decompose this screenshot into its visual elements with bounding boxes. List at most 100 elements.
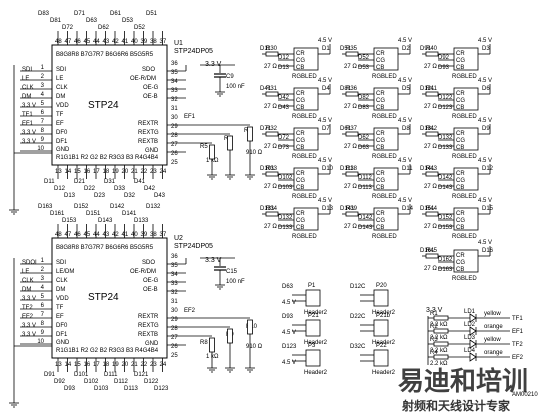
pin-number: 1 <box>41 258 45 264</box>
led-resistor-value: 27 Ω <box>344 184 357 190</box>
led-in-net: D103 <box>278 185 293 191</box>
led-in-net: D113 <box>358 185 373 191</box>
pin-number: 41 <box>122 232 129 238</box>
led-in-net: D143 <box>438 185 453 191</box>
led-in-net: D132 <box>438 135 453 141</box>
u1-cap-value: 100 nF <box>226 84 245 90</box>
led-in-net: D131 <box>260 206 275 212</box>
pin-number: 2 <box>41 267 45 273</box>
led-in-net: D122 <box>438 95 453 101</box>
u2-pin-rextb: REXTB <box>138 332 158 338</box>
status-net: TF1 <box>512 316 523 322</box>
led-net-label: D53 <box>122 18 134 24</box>
led-in-net: D63 <box>358 145 370 151</box>
led-pin-cg: CG <box>456 178 465 184</box>
pin-number: 47 <box>65 232 72 238</box>
u2-net-vdd: 3.3 V <box>22 296 36 302</box>
chip-u1-ref: U1 <box>174 40 183 47</box>
u2-pin-df1: DF1 <box>56 332 68 338</box>
led-part: RGBLED <box>292 74 317 80</box>
status-led-ref: LD2 <box>464 322 476 328</box>
led-net-label: D93 <box>64 386 76 392</box>
led-in-net: D133 <box>438 145 453 151</box>
status-resistor <box>433 328 449 334</box>
led-resistor-ref: R44 <box>426 206 438 212</box>
led-pin-cb: CB <box>376 145 384 151</box>
u1-pin-oeg: OE-G <box>143 85 159 91</box>
u2-pin-sdi: SDI <box>56 260 66 266</box>
led-ref: D14 <box>402 206 414 212</box>
rgb-led-symbol <box>293 207 319 231</box>
u2-cap-value: 100 nF <box>226 279 245 285</box>
u1-r-value-a: 1 kΩ <box>206 158 219 164</box>
led-net-label: D102 <box>84 379 99 385</box>
led-pin-cg: CG <box>456 218 465 224</box>
header2-connector <box>373 349 389 367</box>
resistor <box>247 126 253 142</box>
led-in-net: D51 <box>340 46 352 52</box>
u1-net-df0: 3.3 V <box>22 130 36 136</box>
pin-number: 5 <box>41 294 45 300</box>
led-net-label: D13 <box>64 193 76 199</box>
led-net-label: D103 <box>94 386 109 392</box>
led-in-net: D43 <box>278 105 290 111</box>
u1-pin-tf: TF <box>56 112 64 118</box>
led-resistor <box>425 131 439 137</box>
led-pin-cb: CB <box>376 105 384 111</box>
led-part: RGBLED <box>372 74 397 80</box>
led-ref: D11 <box>402 166 413 172</box>
pin-number: 45 <box>84 232 91 238</box>
led-ref: D2 <box>402 46 410 52</box>
pin-number: 39 <box>141 39 148 45</box>
led-ref: D13 <box>322 206 334 212</box>
led-pin-cb: CB <box>296 145 304 151</box>
led-net-label: D151 <box>86 211 101 217</box>
led-resistor-value: 27 Ω <box>264 64 277 70</box>
ground-symbol <box>215 87 225 97</box>
u2-pin-dm: DM <box>56 287 65 293</box>
led-in-net: D123 <box>438 105 453 111</box>
led-ref: D4 <box>322 86 330 92</box>
ground-symbol <box>225 363 235 373</box>
u2-net-le: LE <box>22 269 29 275</box>
led-resistor <box>425 253 439 259</box>
led-resistor-ref: R40 <box>426 46 438 52</box>
pin-number: 7 <box>41 119 45 125</box>
chip-u1-top-pins: B8G8R8 B7G7R7 B6G6R6 B5G5R5 <box>56 52 154 58</box>
u2-pin-df0: DF0 <box>56 323 68 329</box>
chip-u2-ref: U2 <box>174 235 183 242</box>
led-pin-cr: CR <box>456 91 465 97</box>
led-pin-cr: CR <box>376 171 385 177</box>
pin-number: 14 <box>65 362 72 368</box>
header-ref: P20 <box>376 283 387 289</box>
led-supply: 4.5 V <box>478 158 492 164</box>
pin-number: 38 <box>150 232 157 238</box>
led-in-net: D141 <box>420 166 435 172</box>
led-pin-cg: CG <box>456 98 465 104</box>
led-in-net: D111 <box>340 166 354 172</box>
rgb-led-symbol <box>293 167 319 191</box>
led-in-net: D12 <box>278 55 290 61</box>
led-in-net: D11 <box>260 46 271 52</box>
status-net: EF2 <box>512 355 524 361</box>
u1-pin-gnd: GND <box>56 147 70 153</box>
led-pin-cr: CR <box>456 131 465 137</box>
ground-symbol <box>245 363 255 373</box>
led-part: RGBLED <box>372 234 397 240</box>
u1-pin-sdo: SDO <box>142 67 155 73</box>
led-net-label: D133 <box>134 218 149 224</box>
led-supply: 4.5 V <box>478 240 492 246</box>
header-net-a: D63 <box>282 284 294 290</box>
u2-pin-rextg: REXTG <box>138 323 159 329</box>
led-resistor-ref: R38 <box>346 166 358 172</box>
led-part: RGBLED <box>372 114 397 120</box>
resistor <box>227 135 233 151</box>
led-in-net: D142 <box>358 215 373 221</box>
led-net-label: D81 <box>50 18 62 24</box>
u2-pin-vdd: VDD <box>56 296 69 302</box>
led-pin-cr: CR <box>456 211 465 217</box>
led-in-net: D71 <box>260 126 272 132</box>
rgb-led-cell <box>293 87 319 111</box>
led-resistor <box>345 51 359 57</box>
